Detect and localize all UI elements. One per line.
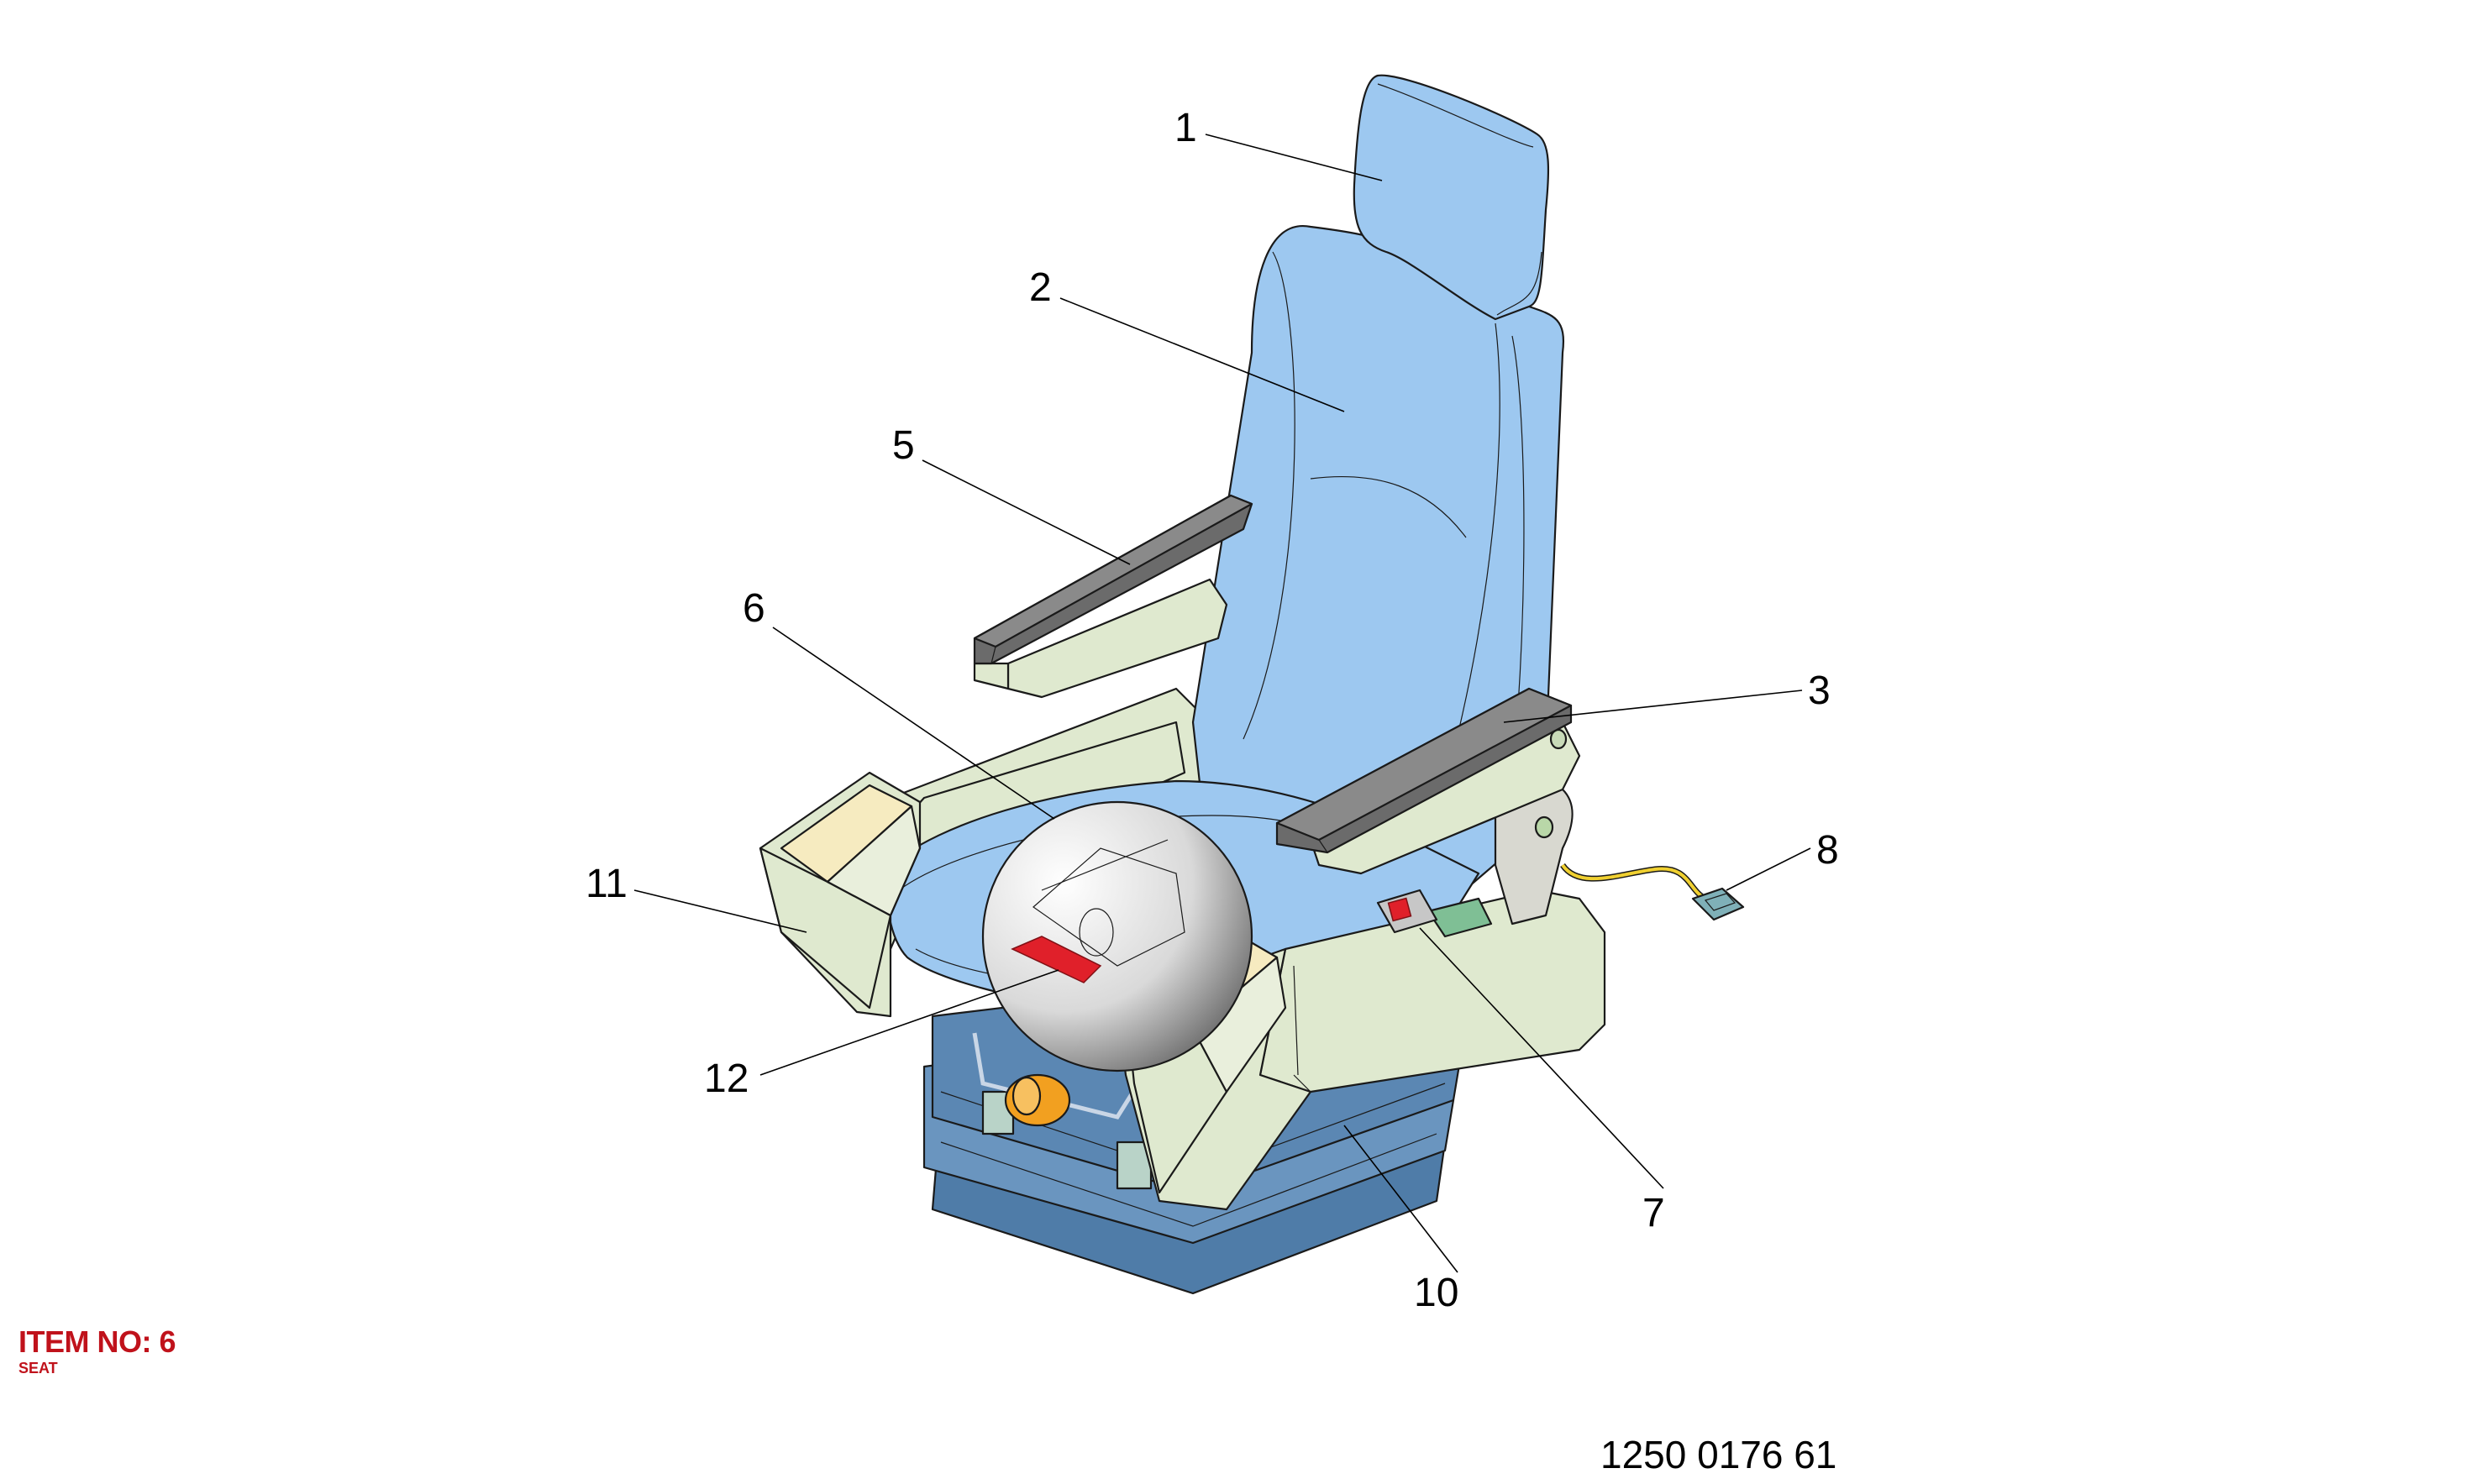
callout-8: 8 bbox=[1816, 828, 1839, 873]
callout-1: 1 bbox=[1174, 106, 1197, 150]
item-subtitle: SEAT bbox=[18, 1360, 58, 1377]
callout-3: 3 bbox=[1808, 669, 1831, 713]
leader-12 bbox=[759, 969, 1059, 1076]
left-storage-box bbox=[759, 771, 922, 1018]
leader-lines bbox=[633, 134, 1811, 1273]
callout-numbers: 1 2 3 5 6 7 8 10 11 12 bbox=[586, 106, 1839, 1315]
leader-5 bbox=[922, 459, 1131, 565]
detail-magnifier bbox=[981, 800, 1253, 1072]
seat-belt-buckle bbox=[1376, 889, 1493, 938]
leader-2 bbox=[1059, 297, 1345, 412]
callout-2: 2 bbox=[1029, 265, 1052, 310]
leader-3 bbox=[1503, 690, 1803, 723]
drawing-number: 1250 0176 61 bbox=[1600, 1433, 1837, 1476]
callout-12: 12 bbox=[704, 1057, 749, 1101]
callout-5: 5 bbox=[892, 423, 915, 468]
seat-headrest bbox=[1353, 74, 1550, 321]
leader-11 bbox=[633, 889, 807, 933]
left-armrest bbox=[973, 494, 1253, 699]
callout-11: 11 bbox=[586, 862, 628, 906]
item-label: ITEM NO: 6 SEAT bbox=[18, 1324, 176, 1377]
seat-harness-connector bbox=[1560, 863, 1745, 921]
leader-8 bbox=[1726, 847, 1811, 891]
leader-7 bbox=[1419, 927, 1664, 1189]
leader-10 bbox=[1343, 1125, 1458, 1273]
callout-6: 6 bbox=[743, 586, 765, 631]
leader-6 bbox=[772, 627, 1055, 820]
leader-1 bbox=[1205, 134, 1383, 181]
callout-7: 7 bbox=[1642, 1191, 1665, 1235]
callout-10: 10 bbox=[1414, 1271, 1458, 1315]
right-armrest bbox=[1275, 687, 1581, 926]
item-title: ITEM NO: 6 bbox=[18, 1324, 176, 1359]
